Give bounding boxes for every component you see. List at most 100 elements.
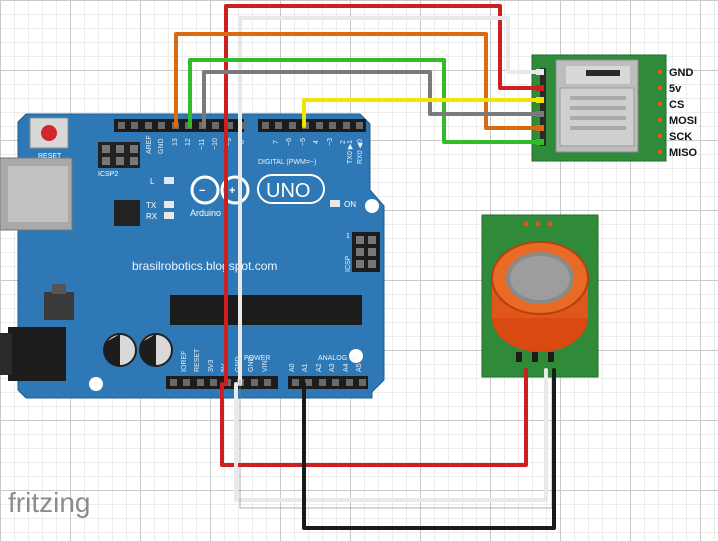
- header-pin: [359, 379, 366, 386]
- on-label: ON: [344, 200, 356, 209]
- pin-label-a1: A1: [302, 363, 309, 372]
- header-pin: [239, 122, 246, 129]
- pin-label-vin: VIN: [262, 360, 269, 372]
- wire-white-gnd: [238, 16, 540, 386]
- pin-label-a5: A5: [356, 363, 363, 372]
- pin-label-aref: AREF: [146, 135, 153, 154]
- pin-label-3v3: 3V3: [208, 359, 215, 372]
- header-pin: [332, 379, 339, 386]
- pin-label-reset: RESET: [194, 348, 201, 372]
- voltage-regulator: [44, 292, 74, 320]
- icsp2-label: ICSP2: [98, 171, 118, 178]
- wire-black-a1-sensor: [302, 368, 556, 530]
- header-pin: [262, 122, 269, 129]
- header-pin: [319, 379, 326, 386]
- svg-text:−: −: [199, 185, 205, 197]
- header-pin: [210, 379, 217, 386]
- pin-label-7: 7: [273, 140, 280, 144]
- pin-label-a4: A4: [343, 363, 350, 372]
- pin-label-5: ~5: [300, 138, 307, 146]
- pin-label-a3: A3: [329, 363, 336, 372]
- sd-pin-label-mosi: MOSI: [669, 115, 697, 127]
- arduino-infinity-logo: − +: [190, 175, 250, 205]
- header-pin: [329, 122, 336, 129]
- header-pin: [305, 379, 312, 386]
- pin-label-gnd2: GND: [248, 356, 255, 372]
- svg-text:+: +: [229, 185, 235, 197]
- reset-button[interactable]: [29, 117, 69, 149]
- sd-pin-label-cs: CS: [669, 99, 684, 111]
- header-pin: [356, 122, 363, 129]
- sd-pin-pad: [658, 118, 662, 122]
- pin-label-11: ~11: [199, 139, 206, 150]
- mounting-hole: [365, 199, 379, 213]
- pin-label-2: 2: [340, 140, 347, 144]
- pin-label-a2: A2: [316, 363, 323, 372]
- wire-red-sensor-vcc: [220, 368, 528, 467]
- header-pin: [145, 122, 152, 129]
- header-pin: [158, 122, 165, 129]
- header-pin: [343, 122, 350, 129]
- pin-label-4: 4: [313, 140, 320, 144]
- sd-pin-pad: [658, 150, 662, 154]
- led-l-label: L: [150, 177, 155, 186]
- mounting-hole: [349, 349, 363, 363]
- led-tx: [164, 201, 174, 208]
- sd-pin-label-gnd: GND: [669, 67, 694, 79]
- header-pin: [212, 122, 219, 129]
- header-pin: [226, 122, 233, 129]
- icsp-pin1-label: 1: [346, 233, 350, 240]
- analog-header: [288, 376, 368, 389]
- pin-label-8: 8: [239, 140, 246, 144]
- icsp-header: [352, 232, 380, 272]
- pin-label-3: ~3: [327, 138, 334, 146]
- reset-label: RESET: [38, 153, 62, 160]
- pin-label-gnd: GND: [158, 138, 165, 154]
- power-jack: [8, 327, 66, 381]
- header-pin: [275, 122, 282, 129]
- sd-pin-label-sck: SCK: [669, 131, 692, 143]
- icsp2-header: [98, 142, 140, 168]
- header-pin: [251, 379, 258, 386]
- sd-pin-pad: [658, 86, 662, 90]
- sd-pin-pad: [658, 70, 662, 74]
- digital-label: DIGITAL (PWM=~): [258, 159, 316, 166]
- pin-label-13: 13: [172, 138, 179, 146]
- led-l: [164, 177, 174, 184]
- pin-label-9: ~9: [226, 138, 233, 146]
- analog-label: ANALOG IN: [318, 355, 356, 362]
- header-pin: [183, 379, 190, 386]
- sd-pin-pad: [658, 102, 662, 106]
- header-pin: [118, 122, 125, 129]
- wire-white-sensor-gnd: [234, 368, 548, 502]
- wire-green-d12-miso: [188, 58, 540, 144]
- header-pin: [289, 122, 296, 129]
- brand-label: Arduino: [190, 208, 221, 218]
- digital-pin-labels: AREF GND 13 12 ~11 ~10 ~9 8 7 ~6 ~5 4 ~3…: [146, 135, 364, 164]
- wire-yellow-d4-cs: [302, 98, 540, 128]
- pin-label-10: ~10: [212, 138, 219, 150]
- atmega-chip: [170, 295, 362, 325]
- header-pin: [197, 379, 204, 386]
- led-tx-label: TX: [146, 201, 157, 210]
- pin-label-tx: TX0 ▶1: [347, 140, 354, 164]
- pin-label-6: ~6: [286, 138, 293, 146]
- model-label: UNO: [266, 180, 310, 202]
- arduino-uno-board: RESET ICSP2 L TX RX ON − +: [0, 113, 385, 399]
- header-pin: [131, 122, 138, 129]
- sd-pin-label-5v: 5v: [669, 83, 682, 95]
- led-on: [330, 200, 340, 207]
- usb-chip: [114, 200, 140, 226]
- header-pin: [264, 379, 271, 386]
- reset-button-cap[interactable]: [41, 125, 57, 141]
- icsp-label: ICSP: [345, 255, 352, 272]
- header-pin: [346, 379, 353, 386]
- wire-orange-d13-sck: [174, 32, 540, 130]
- watermark-text: brasilrobotics.blogspot.com: [132, 259, 277, 273]
- wire-red-5v: [224, 4, 540, 386]
- header-pin: [316, 122, 323, 129]
- pin-label-a0: A0: [289, 363, 296, 372]
- uno-badge: [257, 174, 325, 204]
- wire-gray-d11-mosi: [202, 70, 540, 128]
